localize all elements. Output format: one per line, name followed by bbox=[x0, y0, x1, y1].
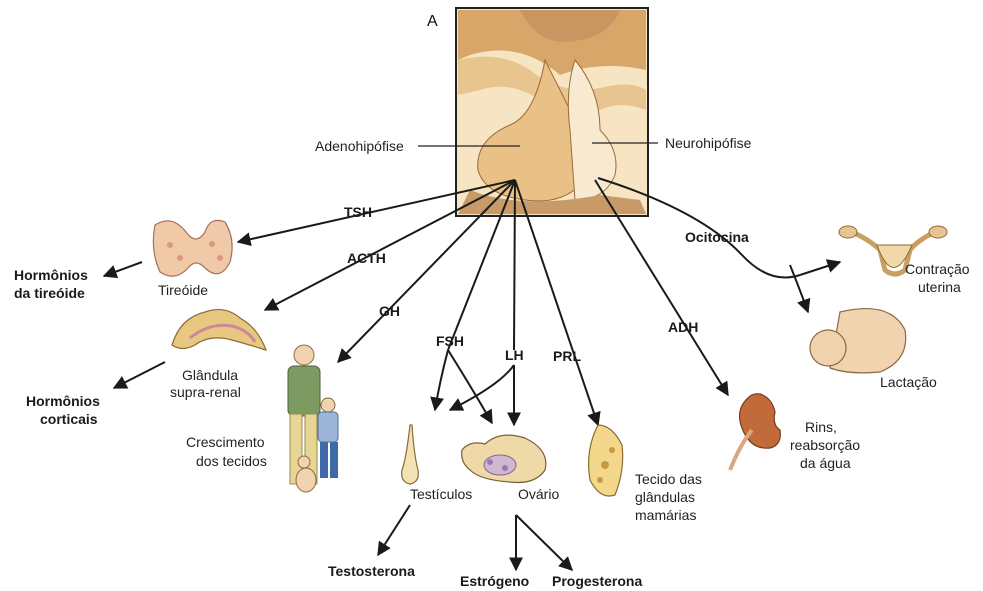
product-tireoide-line2: da tireóide bbox=[14, 285, 85, 301]
contracao-label-line1: Contração bbox=[905, 261, 970, 277]
rins-label-line3: da água bbox=[800, 455, 851, 471]
testis-product-arrow bbox=[378, 505, 410, 555]
tecido-label-line1: Tecido das bbox=[635, 471, 702, 487]
thyroid-icon bbox=[153, 220, 232, 276]
testiculos-label: Testículos bbox=[410, 486, 472, 502]
rins-label-line1: Rins, bbox=[805, 419, 837, 435]
rins-label-line2: reabsorção bbox=[790, 437, 860, 453]
hormone-lh: LH bbox=[505, 347, 524, 363]
hormone-adh: ADH bbox=[668, 319, 698, 335]
ocitocina-to-breast bbox=[790, 265, 808, 312]
product-testosterona: Testosterona bbox=[328, 563, 415, 579]
product-corticais-line1: Hormônios bbox=[26, 393, 100, 409]
crescimento-label-line2: dos tecidos bbox=[196, 453, 267, 469]
lh-arrow bbox=[514, 180, 515, 350]
mammary-gland-icon bbox=[589, 425, 623, 496]
adh-arrow bbox=[595, 180, 728, 395]
tecido-label-line3: mamárias bbox=[635, 507, 696, 523]
testis-icon bbox=[402, 425, 419, 484]
thyroid-product-arrow bbox=[104, 262, 142, 276]
product-tireoide-line1: Hormônios bbox=[14, 267, 88, 283]
kidney-icon bbox=[730, 394, 780, 470]
glandula-label-line1: Glândula bbox=[182, 367, 238, 383]
lactacao-label: Lactação bbox=[880, 374, 937, 390]
fsh-to-testis bbox=[435, 350, 448, 410]
hormone-tsh: TSH bbox=[344, 204, 372, 220]
hormone-gh: GH bbox=[379, 303, 400, 319]
crescimento-label-line1: Crescimento bbox=[186, 434, 265, 450]
contracao-label-line2: uterina bbox=[918, 279, 961, 295]
product-estrogeno: Estrógeno bbox=[460, 573, 529, 589]
ovario-label: Ovário bbox=[518, 486, 559, 502]
tireoide-label: Tireóide bbox=[158, 282, 208, 298]
ovary-icon bbox=[462, 435, 546, 482]
hormone-ocitocina: Ocitocina bbox=[685, 229, 749, 245]
adrenal-gland-icon bbox=[172, 310, 266, 350]
panel-letter: A bbox=[427, 13, 438, 30]
adenohipofise-label: Adenohipófise bbox=[315, 138, 404, 154]
product-corticais-line2: corticais bbox=[40, 411, 98, 427]
product-progesterona: Progesterona bbox=[552, 573, 642, 589]
acth-arrow bbox=[265, 180, 515, 310]
nursing-infant-icon bbox=[810, 309, 906, 373]
ocitocina-to-uterus bbox=[800, 262, 840, 275]
neurohipofise-label: Neurohipófise bbox=[665, 135, 752, 151]
human-figures-icon bbox=[288, 345, 338, 492]
hormone-acth: ACTH bbox=[347, 250, 386, 266]
progesterone-arrow bbox=[516, 515, 572, 570]
hormone-fsh: FSH bbox=[436, 333, 464, 349]
adrenal-product-arrow bbox=[114, 362, 165, 388]
hormone-prl: PRL bbox=[553, 348, 581, 364]
fsh-to-ovary bbox=[448, 350, 492, 423]
glandula-label-line2: supra-renal bbox=[170, 384, 241, 400]
lh-to-testis bbox=[450, 365, 514, 410]
tecido-label-line2: glândulas bbox=[635, 489, 695, 505]
